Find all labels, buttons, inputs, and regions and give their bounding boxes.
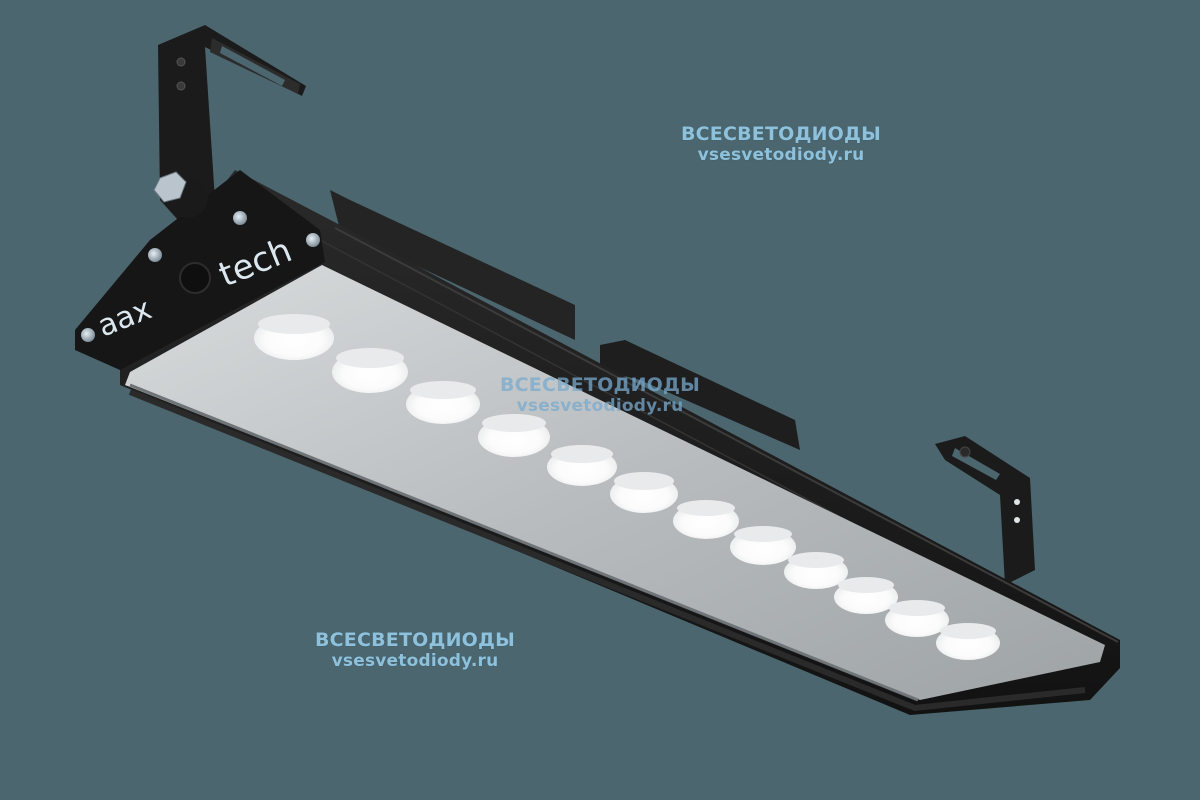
top-rail (330, 190, 575, 340)
watermark-url: vsesvetodiody.ru (516, 395, 684, 416)
led-row (254, 314, 1000, 660)
watermark-brand: ВСЕСВЕТОДИОДЫ (499, 374, 701, 396)
screw-icon (148, 248, 162, 262)
left-mounting-bracket (158, 25, 306, 220)
watermark-brand: ВСЕСВЕТОДИОДЫ (314, 629, 516, 651)
watermark-brand: ВСЕСВЕТОДИОДЫ (680, 123, 882, 145)
led (478, 414, 550, 457)
led (885, 600, 949, 637)
led (834, 577, 898, 614)
screw-icon (306, 233, 320, 247)
middle-mount-rail (600, 340, 800, 450)
watermark-bottom-left: ВСЕСВЕТОДИОДЫ vsesvetodiody.ru (310, 629, 520, 671)
pivot-bolt (153, 171, 208, 218)
led (673, 500, 739, 539)
led (332, 348, 408, 393)
screw-icon (81, 328, 95, 342)
led (254, 314, 334, 360)
led (730, 526, 796, 565)
led (406, 381, 480, 424)
led (784, 552, 848, 589)
led (547, 445, 617, 486)
led (936, 623, 1000, 660)
watermark-url: vsesvetodiody.ru (331, 650, 499, 671)
watermark-center: ВСЕСВЕТОДИОДЫ vsesvetodiody.ru (495, 374, 705, 416)
led (610, 472, 678, 513)
cable-gland (179, 262, 211, 294)
right-mounting-bracket (935, 436, 1035, 585)
watermark-top-right: ВСЕСВЕТОДИОДЫ vsesvetodiody.ru (676, 123, 886, 165)
screw-icon (233, 211, 247, 225)
watermark-url: vsesvetodiody.ru (697, 144, 865, 165)
